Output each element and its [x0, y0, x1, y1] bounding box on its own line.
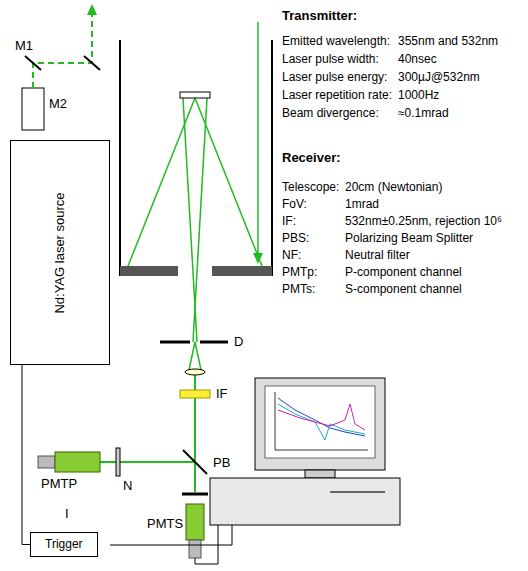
chart-axis [275, 450, 368, 451]
part-label: I [64, 506, 70, 522]
spec-text: 300µJ@532nm [398, 70, 480, 84]
laser-source-box: Nd:YAG laser source [10, 140, 110, 365]
interference-filter [180, 390, 210, 398]
chart-line [278, 404, 365, 430]
spec-text: Laser pulse width: [282, 52, 379, 66]
box-text: Trigger [45, 537, 83, 551]
spec-text: Telescope: [282, 180, 339, 194]
spec-text: NF: [282, 248, 301, 262]
primary-mirror [212, 266, 272, 276]
monitor-stand [305, 470, 335, 478]
spec-text: Neutral filter [345, 248, 410, 262]
computer-case [210, 478, 400, 525]
part-label: PB [212, 455, 231, 471]
spec-text: IF: [282, 214, 296, 228]
spec-text: 532nm±0.25nm, rejection 10⁶ [345, 214, 502, 228]
spec-text: Beam divergence: [282, 106, 379, 120]
chart-line [278, 398, 365, 436]
beam-splitter [183, 450, 207, 474]
section-heading: Transmitter: [282, 8, 357, 24]
beam [100, 461, 195, 463]
drive-slot [330, 491, 385, 493]
spec-text: 40nsec [398, 52, 437, 66]
part-label: D [233, 334, 244, 350]
spec-text: FoV: [282, 197, 307, 211]
pmt-s [186, 504, 204, 540]
plate [182, 493, 208, 496]
trigger-box: Trigger [30, 532, 98, 557]
spec-text: Laser repetition rate: [282, 88, 392, 102]
telescope-tube [271, 40, 273, 276]
harmonic-generator [22, 88, 44, 130]
secondary-mirror [180, 92, 210, 98]
emitted-beam [33, 14, 92, 88]
spec-text: 355nm and 532nm [398, 34, 498, 48]
trigger-wire [22, 365, 30, 545]
spec-text: PBS: [282, 231, 309, 245]
spec-text: P-component channel [345, 265, 462, 279]
part-label: N [122, 478, 133, 494]
spec-text: PMTs: [282, 282, 315, 296]
diaphragm [160, 341, 190, 344]
part-label: M1 [14, 38, 34, 54]
spec-text: S-component channel [345, 282, 462, 296]
part-label: M2 [48, 96, 68, 112]
spec-text: Polarizing Beam Splitter [345, 231, 473, 245]
spec-text: PMTp: [282, 265, 317, 279]
part-label: PMTS [146, 516, 184, 532]
primary-mirror [120, 266, 178, 276]
spec-text: ≈0.1mrad [398, 106, 449, 120]
part-label: PMTP [40, 476, 78, 492]
pmt-p [55, 452, 100, 472]
spec-text: 1000Hz [398, 88, 439, 102]
beam-arrowhead [87, 4, 97, 15]
part-label: IF [215, 386, 229, 402]
monitor [255, 378, 385, 470]
return-ray [257, 22, 259, 254]
spec-text: Laser pulse energy: [282, 70, 387, 84]
spec-text: 1mrad [345, 197, 379, 211]
box-text: Nd:YAG laser source [52, 192, 68, 313]
pmt-base [189, 540, 201, 558]
spec-text: 20cm (Newtonian) [345, 180, 442, 194]
mirror-m2 [84, 56, 100, 70]
chart-axis [275, 392, 276, 450]
section-heading: Receiver: [282, 150, 341, 166]
mirror-m1 [25, 56, 41, 70]
pmt-base [38, 456, 55, 468]
neutral-filter [116, 448, 120, 476]
chart-line [278, 404, 365, 440]
telescope-tube [119, 40, 121, 276]
lens [185, 369, 205, 375]
spec-text: Emitted wavelength: [282, 34, 390, 48]
focused-ray [193, 98, 207, 342]
screen [265, 386, 375, 458]
beam [195, 342, 201, 370]
diaphragm [200, 341, 228, 344]
beam [189, 342, 195, 370]
